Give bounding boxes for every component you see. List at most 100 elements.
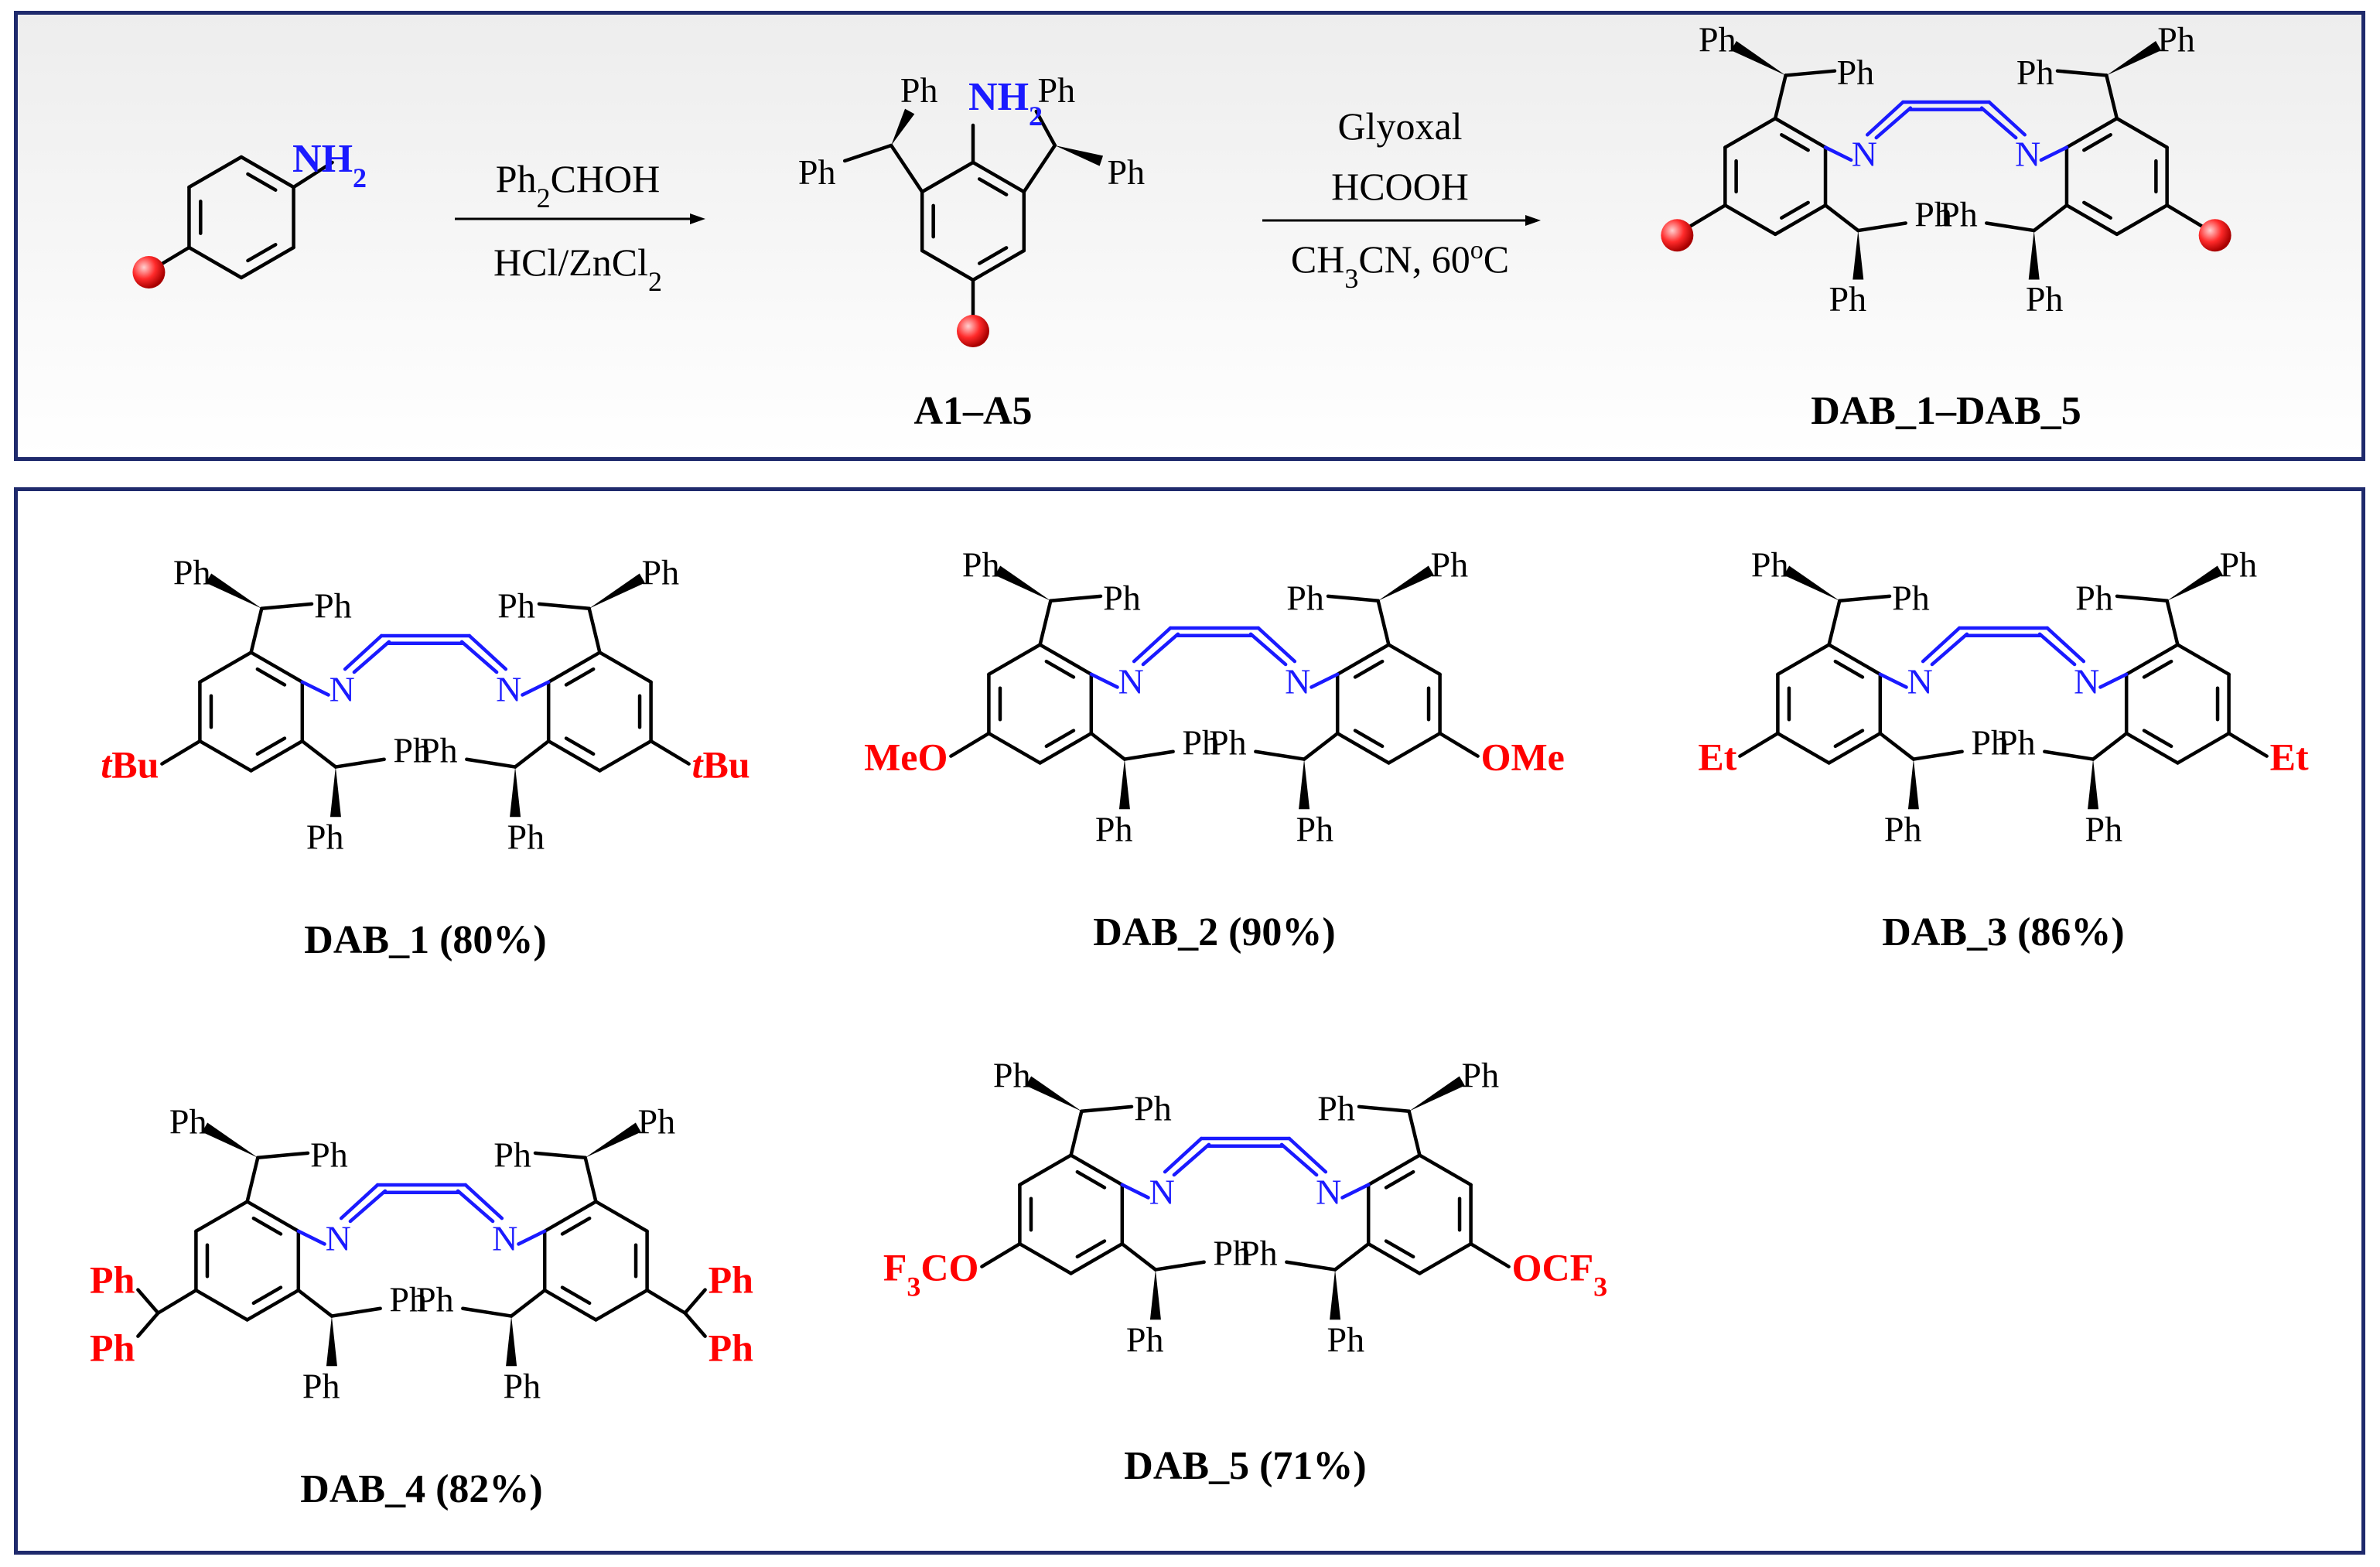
bond (2142, 659, 2173, 679)
bond (2124, 643, 2180, 677)
bond (1827, 731, 1883, 765)
bond (2176, 731, 2231, 765)
reagent-hcl-zncl2: HCl/ZnCl2 (493, 241, 662, 297)
phenyl-label: Ph (2085, 809, 2123, 848)
bond (1878, 672, 1908, 689)
substituent-marker (957, 315, 989, 347)
bond (187, 245, 244, 280)
bond (1122, 749, 1175, 761)
phenyl-label: Ph (1240, 1234, 1278, 1273)
bond (467, 633, 508, 671)
bond (564, 667, 596, 687)
bond (1353, 729, 1385, 749)
phenyl-label: Ph (2016, 53, 2054, 92)
bond (1044, 729, 1076, 749)
bond (560, 1216, 592, 1236)
phenyl-label: Ph (1213, 1234, 1251, 1273)
bond (2064, 203, 2119, 237)
bond (583, 1156, 598, 1203)
bond (1366, 1241, 1422, 1275)
imine-n-label: N (1149, 1172, 1175, 1211)
bond (564, 736, 596, 756)
bond (987, 643, 1042, 677)
bond (461, 1306, 514, 1318)
bond (1384, 1239, 1415, 1259)
phenyl-label: Ph (1751, 545, 1789, 584)
wedge-bond (1330, 1269, 1341, 1320)
phenyl-label: Ph (1914, 194, 1952, 234)
bond (187, 155, 244, 189)
reagent-hcooh: HCOOH (1331, 165, 1469, 208)
phenyl-label: Ph (1829, 279, 1867, 319)
imine-n-label: N (1285, 661, 1310, 701)
bond (1018, 1153, 1073, 1187)
bond (156, 1288, 198, 1315)
phenyl-label: Ph (420, 731, 458, 770)
phenyl-label: Ph (1998, 723, 2036, 763)
bond (1387, 643, 1442, 677)
substituent-label: MeO (864, 736, 948, 779)
bond (292, 160, 334, 189)
bond (980, 1241, 1022, 1268)
wedge-bond (330, 766, 341, 818)
imine-n-label: N (326, 1218, 351, 1258)
bond (2227, 731, 2269, 758)
bond (1018, 1241, 1073, 1275)
bond (1384, 1169, 1415, 1190)
product-caption: DAB_1–DAB_5 (1811, 389, 2081, 433)
bond (1335, 643, 1391, 677)
bond (1153, 1260, 1206, 1272)
wedge-bond (326, 1316, 337, 1367)
bond (513, 739, 551, 769)
bond (160, 739, 202, 766)
wedge-bond (1907, 759, 1919, 810)
amine-label: NH2 (292, 137, 367, 193)
bond (1438, 731, 1480, 758)
bond (1833, 659, 1865, 679)
bond (1335, 731, 1391, 765)
bond (330, 1306, 382, 1318)
bond (587, 606, 602, 654)
bond (245, 1156, 260, 1203)
bond (1838, 594, 1892, 603)
bond (987, 731, 1042, 765)
bond (971, 248, 1026, 282)
substituent-label: Ph (709, 1326, 754, 1370)
phenyl-label: Ph (1884, 809, 1922, 848)
reagent-glyoxal: Glyoxal (1337, 104, 1462, 148)
bond (683, 1311, 707, 1338)
bond (1878, 731, 1916, 761)
bond (456, 1189, 495, 1224)
intermediate-caption: A1–A5 (913, 389, 1032, 433)
bond (1773, 116, 1828, 149)
bond (1333, 1241, 1371, 1272)
wedge-bond (1784, 565, 1840, 601)
wedge-bond (995, 565, 1051, 601)
bond (251, 1216, 283, 1236)
bond (521, 680, 551, 697)
wedge-bond (891, 108, 915, 145)
wedge-bond (585, 1122, 641, 1158)
bond (1080, 1104, 1134, 1113)
phenyl-label: Ph (638, 1101, 676, 1141)
bond (1120, 1241, 1158, 1272)
bond (1254, 749, 1306, 761)
bond (1469, 1241, 1511, 1268)
bond (465, 757, 517, 769)
wedge-bond (2106, 40, 2162, 76)
substituent-marker (2198, 219, 2231, 252)
bond (2165, 203, 2206, 230)
phenyl-label: Ph (416, 1280, 454, 1319)
bond (1376, 599, 1391, 647)
wedge-bond (2167, 565, 2223, 601)
phenyl-label: Ph (310, 1135, 348, 1174)
bond (2115, 594, 2169, 603)
bond (533, 1151, 587, 1159)
bond (348, 1189, 388, 1224)
wedge-bond (2028, 230, 2040, 280)
imine-n-label: N (2015, 135, 2040, 174)
substituent-label: Et (1698, 736, 1736, 779)
bond (2091, 731, 2129, 761)
